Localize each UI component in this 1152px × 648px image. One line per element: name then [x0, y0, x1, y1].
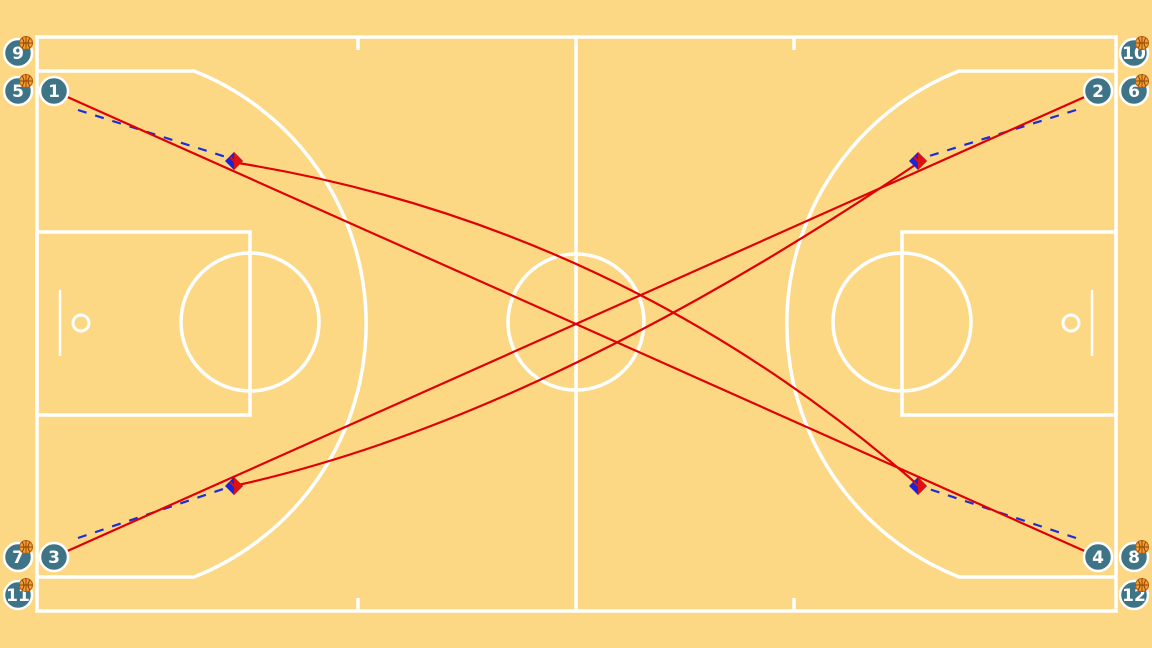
player-8: 8 [1118, 540, 1150, 573]
player-3: 3 [38, 541, 70, 573]
basketball-icon [1135, 578, 1149, 592]
hoop-right [1061, 313, 1081, 333]
cut-path [237, 162, 919, 487]
player-number: 5 [12, 82, 24, 102]
basketball-court [35, 35, 1118, 613]
player-5: 5 [2, 74, 34, 107]
player-1: 1 [38, 75, 70, 107]
cone-icon [225, 152, 243, 170]
player-number: 7 [12, 548, 24, 568]
basketball-icon [1135, 540, 1149, 554]
player-11: 11 [2, 578, 34, 611]
player-number: 3 [48, 548, 60, 568]
basketball-icon [19, 578, 33, 592]
center-circle [506, 252, 646, 392]
cut-paths [53, 89, 1099, 559]
player-10: 10 [1118, 36, 1150, 69]
hoop-left [71, 313, 91, 333]
cut-path [53, 89, 1099, 559]
player-number: 1 [48, 82, 60, 102]
cone-icon [225, 477, 243, 495]
player-7: 7 [2, 540, 34, 573]
dribble-path [77, 108, 227, 159]
player-number: 8 [1128, 548, 1140, 568]
cone-icon [909, 477, 927, 495]
player-marker-icon [1082, 541, 1114, 573]
player-2: 2 [1082, 75, 1114, 107]
key-left [35, 230, 252, 417]
key-right [900, 230, 1118, 417]
basketball-icon [19, 74, 33, 88]
three-point-line-right [785, 69, 1116, 579]
basketball-icon [19, 36, 33, 50]
player-marker-icon [38, 75, 70, 107]
player-number: 9 [12, 44, 24, 64]
player-number: 2 [1092, 82, 1104, 102]
player-6: 6 [1118, 74, 1150, 107]
player-9: 9 [2, 36, 34, 69]
basketball-icon [1135, 74, 1149, 88]
basketball-icon [19, 540, 33, 554]
player-4: 4 [1082, 541, 1114, 573]
three-point-line-left [37, 69, 368, 579]
player-number: 4 [1092, 548, 1104, 568]
cones [225, 152, 927, 495]
cone-icon [909, 152, 927, 170]
player-marker-icon [38, 541, 70, 573]
free-throw-circle-left [179, 251, 321, 393]
basketball-icon [1135, 36, 1149, 50]
cut-path [237, 161, 919, 486]
player-marker-icon [1082, 75, 1114, 107]
player-number: 6 [1128, 82, 1140, 102]
free-throw-circle-right [831, 251, 973, 393]
player-12: 12 [1118, 578, 1150, 611]
